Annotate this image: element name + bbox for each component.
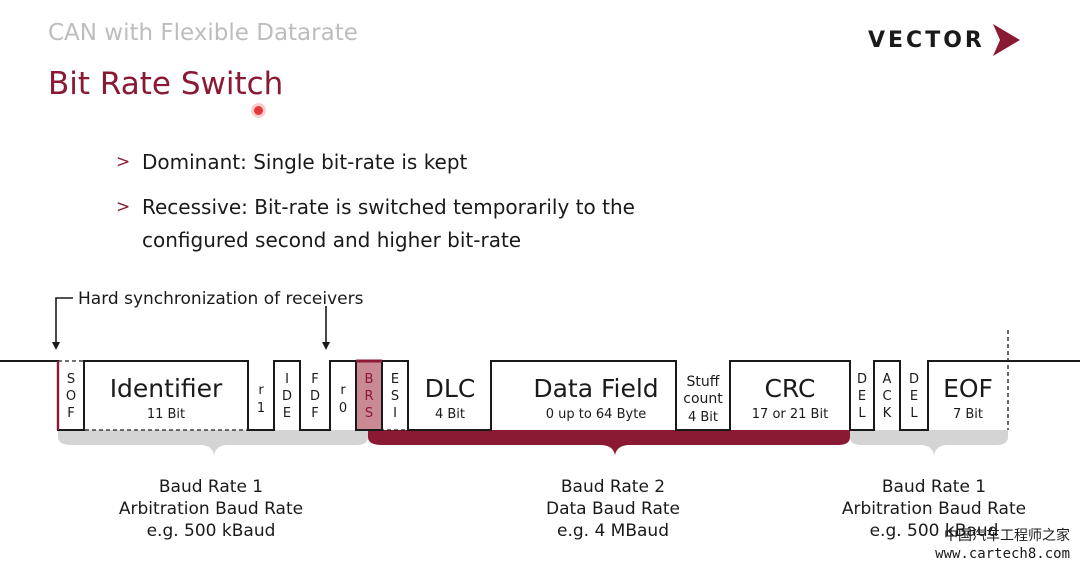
- svg-text:O: O: [66, 389, 76, 404]
- chevron-icon: >: [116, 152, 131, 172]
- sync-label: Hard synchronization of receivers: [78, 289, 364, 309]
- svg-text:F: F: [311, 372, 318, 387]
- field-r0: r0: [339, 383, 347, 416]
- field-fdf: FDF: [310, 372, 320, 421]
- field-stuff: Stuff: [687, 374, 720, 390]
- field-data-size: 0 up to 64 Byte: [546, 407, 647, 422]
- svg-text:I: I: [285, 372, 289, 387]
- brace-arbitration: [58, 430, 368, 455]
- svg-text:C: C: [882, 389, 891, 404]
- svg-text:K: K: [883, 406, 892, 421]
- svg-text:D: D: [909, 372, 919, 387]
- svg-text:e.g. 500 kBaud: e.g. 500 kBaud: [870, 521, 999, 541]
- svg-text:Baud Rate 1: Baud Rate 1: [882, 477, 986, 497]
- field-ack: ACK: [882, 372, 891, 421]
- deck-subtitle: CAN with Flexible Datarate: [48, 20, 358, 46]
- vector-logo: VECTOR: [868, 22, 1021, 58]
- svg-text:D: D: [282, 389, 292, 404]
- svg-text:S: S: [67, 372, 75, 387]
- bullet-text: Recessive: Bit-rate is switched temporar…: [142, 195, 635, 252]
- field-crc: CRC: [764, 374, 815, 403]
- slide-title: Bit Rate Switch: [48, 66, 284, 102]
- sync-annotation: Hard synchronization of receivers: [52, 289, 364, 350]
- svg-text:Baud Rate 2: Baud Rate 2: [561, 477, 665, 497]
- field-crc-size: 17 or 21 Bit: [752, 407, 828, 422]
- field-identifier: Identifier: [110, 374, 223, 403]
- chevron-icon: >: [116, 197, 131, 217]
- svg-text:D: D: [310, 389, 320, 404]
- field-dlc-size: 4 Bit: [435, 407, 465, 422]
- field-separators: [873, 361, 929, 430]
- phase-arbitration: Baud Rate 1 Arbitration Baud Rate e.g. 5…: [119, 477, 303, 541]
- svg-text:L: L: [858, 406, 866, 421]
- watermark: 中国汽车工程师之家 www.cartech8.com: [935, 527, 1070, 563]
- field-stuff-size: 4 Bit: [688, 410, 718, 425]
- field-dlc: DLC: [425, 374, 476, 403]
- laser-pointer-dot: [254, 106, 263, 115]
- svg-text:1: 1: [257, 401, 265, 416]
- watermark-line-1: 中国汽车工程师之家: [944, 528, 1070, 544]
- phase-data: Baud Rate 2 Data Baud Rate e.g. 4 MBaud: [546, 477, 680, 541]
- svg-text:A: A: [883, 372, 892, 387]
- brs-highlight: [356, 360, 382, 430]
- svg-text:E: E: [283, 406, 291, 421]
- baud-rate-braces: [58, 430, 1008, 455]
- field-del-1: DEL: [857, 372, 867, 421]
- brace-data: [368, 430, 850, 455]
- svg-text:r: r: [258, 383, 264, 398]
- svg-text:R: R: [364, 389, 373, 404]
- field-del-2: DEL: [909, 372, 919, 421]
- svg-text:D: D: [857, 372, 867, 387]
- phase-arbitration-end: Baud Rate 1 Arbitration Baud Rate e.g. 5…: [842, 477, 1026, 541]
- svg-text:F: F: [67, 406, 74, 421]
- svg-text:Arbitration Baud Rate: Arbitration Baud Rate: [119, 499, 303, 519]
- field-eof: EOF: [943, 374, 993, 403]
- svg-text:Baud Rate 1: Baud Rate 1: [159, 477, 263, 497]
- svg-text:e.g. 500 kBaud: e.g. 500 kBaud: [147, 521, 276, 541]
- logo-chevron-icon: [992, 24, 1020, 56]
- svg-text:F: F: [311, 406, 318, 421]
- svg-text:B: B: [365, 372, 374, 387]
- bullet-text: Dominant: Single bit-rate is kept: [142, 150, 468, 174]
- svg-text:E: E: [910, 389, 918, 404]
- svg-text:E: E: [858, 389, 866, 404]
- svg-text:I: I: [393, 406, 397, 421]
- field-data: Data Field: [533, 374, 658, 403]
- svg-text:S: S: [391, 389, 399, 404]
- watermark-line-2: www.cartech8.com: [935, 546, 1070, 562]
- bus-waveform: [0, 360, 1080, 431]
- field-sof-letters: SOF: [66, 372, 76, 421]
- svg-text:Data Baud Rate: Data Baud Rate: [546, 499, 680, 519]
- svg-text:S: S: [365, 406, 373, 421]
- field-stuff-count: count: [683, 391, 723, 407]
- bullet-list: > Dominant: Single bit-rate is kept > Re…: [116, 146, 702, 269]
- svg-text:r: r: [340, 383, 346, 398]
- logo-text: VECTOR: [868, 27, 985, 53]
- field-esi: ESI: [391, 372, 399, 421]
- svg-text:0: 0: [339, 401, 347, 416]
- field-identifier-size: 11 Bit: [147, 407, 185, 422]
- field-eof-size: 7 Bit: [953, 407, 983, 422]
- svg-text:L: L: [910, 406, 918, 421]
- brace-arbitration-end: [850, 430, 1008, 455]
- bullet-item: > Dominant: Single bit-rate is kept: [116, 146, 702, 179]
- svg-text:Arbitration Baud Rate: Arbitration Baud Rate: [842, 499, 1026, 519]
- field-ide: IDE: [282, 372, 292, 421]
- svg-text:E: E: [391, 372, 399, 387]
- field-r1: r1: [257, 383, 265, 416]
- field-brs: BRS: [364, 372, 373, 421]
- bullet-item: > Recessive: Bit-rate is switched tempor…: [116, 191, 702, 257]
- svg-text:e.g. 4 MBaud: e.g. 4 MBaud: [557, 521, 669, 541]
